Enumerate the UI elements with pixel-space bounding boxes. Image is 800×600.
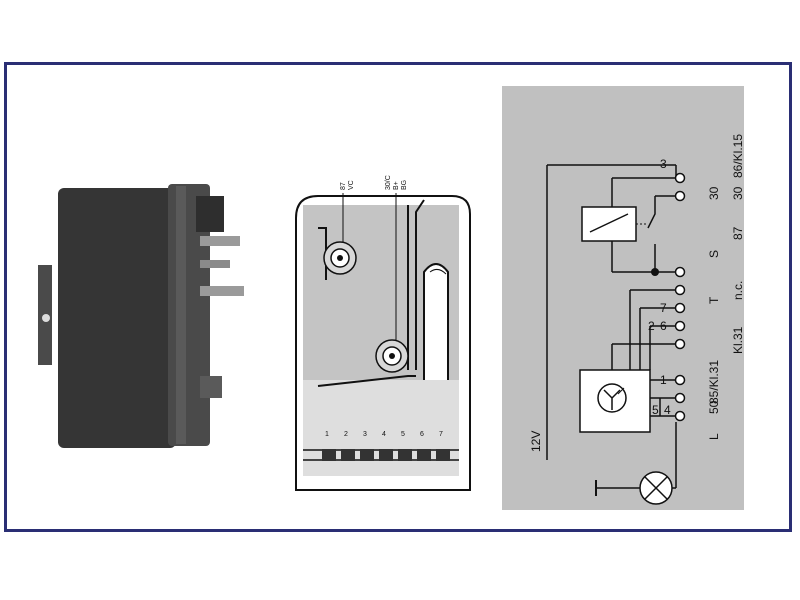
pin-block-2 xyxy=(341,449,355,461)
pin-number-2: 2 xyxy=(344,431,348,438)
pin-number-4: 4 xyxy=(382,431,386,438)
relay-switch-contact xyxy=(647,196,656,229)
pin-number-7: 7 xyxy=(439,431,443,438)
schematic-background xyxy=(502,86,744,510)
terminal-circle-1 xyxy=(674,172,686,184)
terminal-circle-8 xyxy=(674,374,686,386)
terminal-circle-5 xyxy=(674,302,686,314)
terminal-86-kl15: 86/Kl.15 xyxy=(731,134,745,178)
notch-hook xyxy=(429,268,447,275)
mounting-hole xyxy=(42,314,50,322)
terminal-85-kl31: 85/Kl.31 xyxy=(707,360,721,404)
connector-pins: 1 2 3 4 5 6 7 xyxy=(322,431,450,461)
relay-photo xyxy=(38,184,244,448)
terminal-30: 30 xyxy=(707,186,721,200)
terminal-circle-4 xyxy=(674,284,686,296)
relay-terminal-4 xyxy=(200,376,222,398)
relay-terminal-2 xyxy=(200,260,230,268)
inner-number-2: 2 xyxy=(648,319,655,333)
lamp-cross xyxy=(644,476,668,500)
terminal-circle-3 xyxy=(674,266,686,278)
pin-number-5: 5 xyxy=(401,431,405,438)
control-unit-arrow xyxy=(617,387,625,395)
pin-block-4 xyxy=(379,449,393,461)
label-bg: BG xyxy=(401,180,408,190)
terminal-letter-t: T xyxy=(707,296,721,304)
terminal-circle-2 xyxy=(674,190,686,202)
junction-dot xyxy=(651,268,659,276)
terminal-87: 87 xyxy=(731,226,745,240)
terminal-30-right: 30 xyxy=(731,186,745,200)
connector-panel: 87 VC 30/C B+ BG 1 2 3 4 5 6 7 xyxy=(295,175,471,491)
terminal-circle-9 xyxy=(674,392,686,404)
inner-number-3: 3 xyxy=(660,157,667,171)
trace-switch xyxy=(415,199,425,370)
control-unit-y-mark xyxy=(603,389,621,410)
inner-number-4: 4 xyxy=(664,403,671,417)
relay-connector-block xyxy=(196,196,224,232)
terminal-circle-6 xyxy=(674,320,686,332)
connector-notch xyxy=(423,263,449,380)
relay-cap-edge xyxy=(176,186,186,444)
supply-label: 12V xyxy=(529,431,543,452)
terminal-circles xyxy=(674,172,686,422)
relay-coil-diagonal xyxy=(589,213,629,233)
relay-coil xyxy=(581,206,637,242)
inner-number-5: 5 xyxy=(652,403,659,417)
inner-number-7: 7 xyxy=(660,301,667,315)
relay-housing xyxy=(58,188,176,448)
terminal-letter-s: S xyxy=(707,250,721,258)
label-bplus: B+ xyxy=(393,181,400,190)
pin-block-1 xyxy=(322,449,336,461)
screw-top xyxy=(323,241,357,275)
relay-terminal-3 xyxy=(200,286,244,296)
screw-bottom xyxy=(375,339,409,373)
pin-number-1: 1 xyxy=(325,431,329,438)
relay-terminal-1 xyxy=(200,236,240,246)
terminal-kl31: Kl.31 xyxy=(731,326,745,354)
pin-number-3: 3 xyxy=(363,431,367,438)
label-vc: VC xyxy=(348,180,355,190)
pin-number-6: 6 xyxy=(420,431,424,438)
pin-block-3 xyxy=(360,449,374,461)
pin-block-6 xyxy=(417,449,431,461)
connector-lower-area xyxy=(303,380,459,476)
label-30c: 30/C xyxy=(385,175,392,190)
pin-block-7 xyxy=(436,449,450,461)
schematic-panel: 12V 3 2 6 7 1 5 4 86/Kl.15 30 30 87 S n.… xyxy=(502,86,745,510)
terminal-circle-10 xyxy=(674,410,686,422)
inner-number-1: 1 xyxy=(660,373,667,387)
trace-bottom xyxy=(317,375,416,387)
terminal-50: 50 xyxy=(707,400,721,414)
pin-block-5 xyxy=(398,449,412,461)
terminal-nc: n.c. xyxy=(731,281,745,300)
terminal-letter-l: L xyxy=(707,433,721,440)
label-87: 87 xyxy=(340,182,347,190)
inner-number-6: 6 xyxy=(660,319,667,333)
terminal-circle-7 xyxy=(674,338,686,350)
